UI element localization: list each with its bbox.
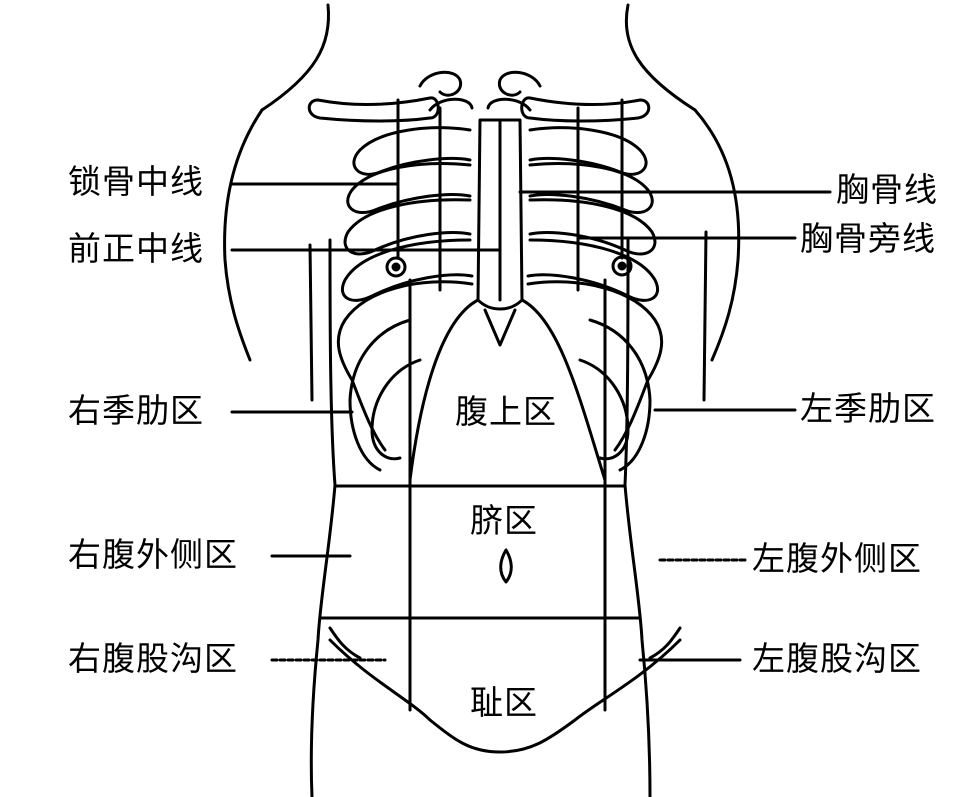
label-left-hypochondriac: 左季肋区 — [800, 389, 936, 428]
navel — [499, 548, 513, 584]
rib-right — [526, 280, 664, 452]
rib-right — [526, 238, 659, 302]
rib-right — [578, 358, 630, 461]
rib-left — [346, 162, 472, 214]
label-umbilical: 脐区 — [470, 501, 538, 540]
label-right-lateral-abdominal: 右腹外侧区 — [68, 535, 238, 574]
rib-left — [370, 358, 422, 461]
costal-margin-right — [520, 298, 607, 482]
label-sternal-line: 胸骨线 — [836, 170, 938, 209]
rib-right — [588, 318, 652, 472]
neck-outline-left — [260, 3, 331, 112]
inner-arm-right — [702, 230, 708, 402]
label-epigastric: 腹上区 — [455, 392, 557, 431]
costal-margin-left — [408, 298, 480, 482]
neck-outline-right — [624, 3, 697, 112]
label-anterior-midline: 前正中线 — [68, 229, 204, 268]
label-pubic: 耻区 — [470, 683, 538, 722]
rib-left — [341, 238, 474, 302]
label-clavicle-midline: 锁骨中线 — [68, 162, 204, 201]
right-shoulder-outline — [693, 108, 741, 362]
label-left-lateral-abdominal: 左腹外侧区 — [752, 539, 922, 578]
nipple-left-center — [391, 262, 401, 272]
rib-right — [528, 162, 654, 214]
rib-right — [528, 126, 648, 176]
clavicle-right — [520, 96, 651, 123]
rib-left — [343, 198, 472, 256]
inner-arm-left — [308, 243, 314, 402]
rib-left — [352, 126, 472, 176]
clavicle-left — [307, 96, 440, 123]
inguinal-right — [648, 626, 682, 660]
nipple-right-center — [617, 261, 627, 271]
torso-outline-right — [623, 238, 652, 797]
rib-knot-right — [486, 70, 542, 112]
pelvis-outline — [328, 638, 682, 754]
rib-right — [528, 198, 657, 256]
xiphoid — [483, 308, 517, 347]
rib-left — [348, 318, 412, 472]
rib-knot-left — [418, 70, 474, 112]
inguinal-left — [328, 626, 362, 660]
label-right-inguinal: 右腹股沟区 — [68, 639, 238, 678]
label-parasternal-line: 胸骨旁线 — [800, 219, 936, 258]
nipple-left — [385, 256, 407, 278]
left-shoulder-outline — [223, 108, 264, 362]
torso-outline-left — [309, 238, 337, 797]
label-right-hypochondriac: 右季肋区 — [68, 391, 204, 430]
label-left-inguinal: 左腹股沟区 — [752, 639, 922, 678]
